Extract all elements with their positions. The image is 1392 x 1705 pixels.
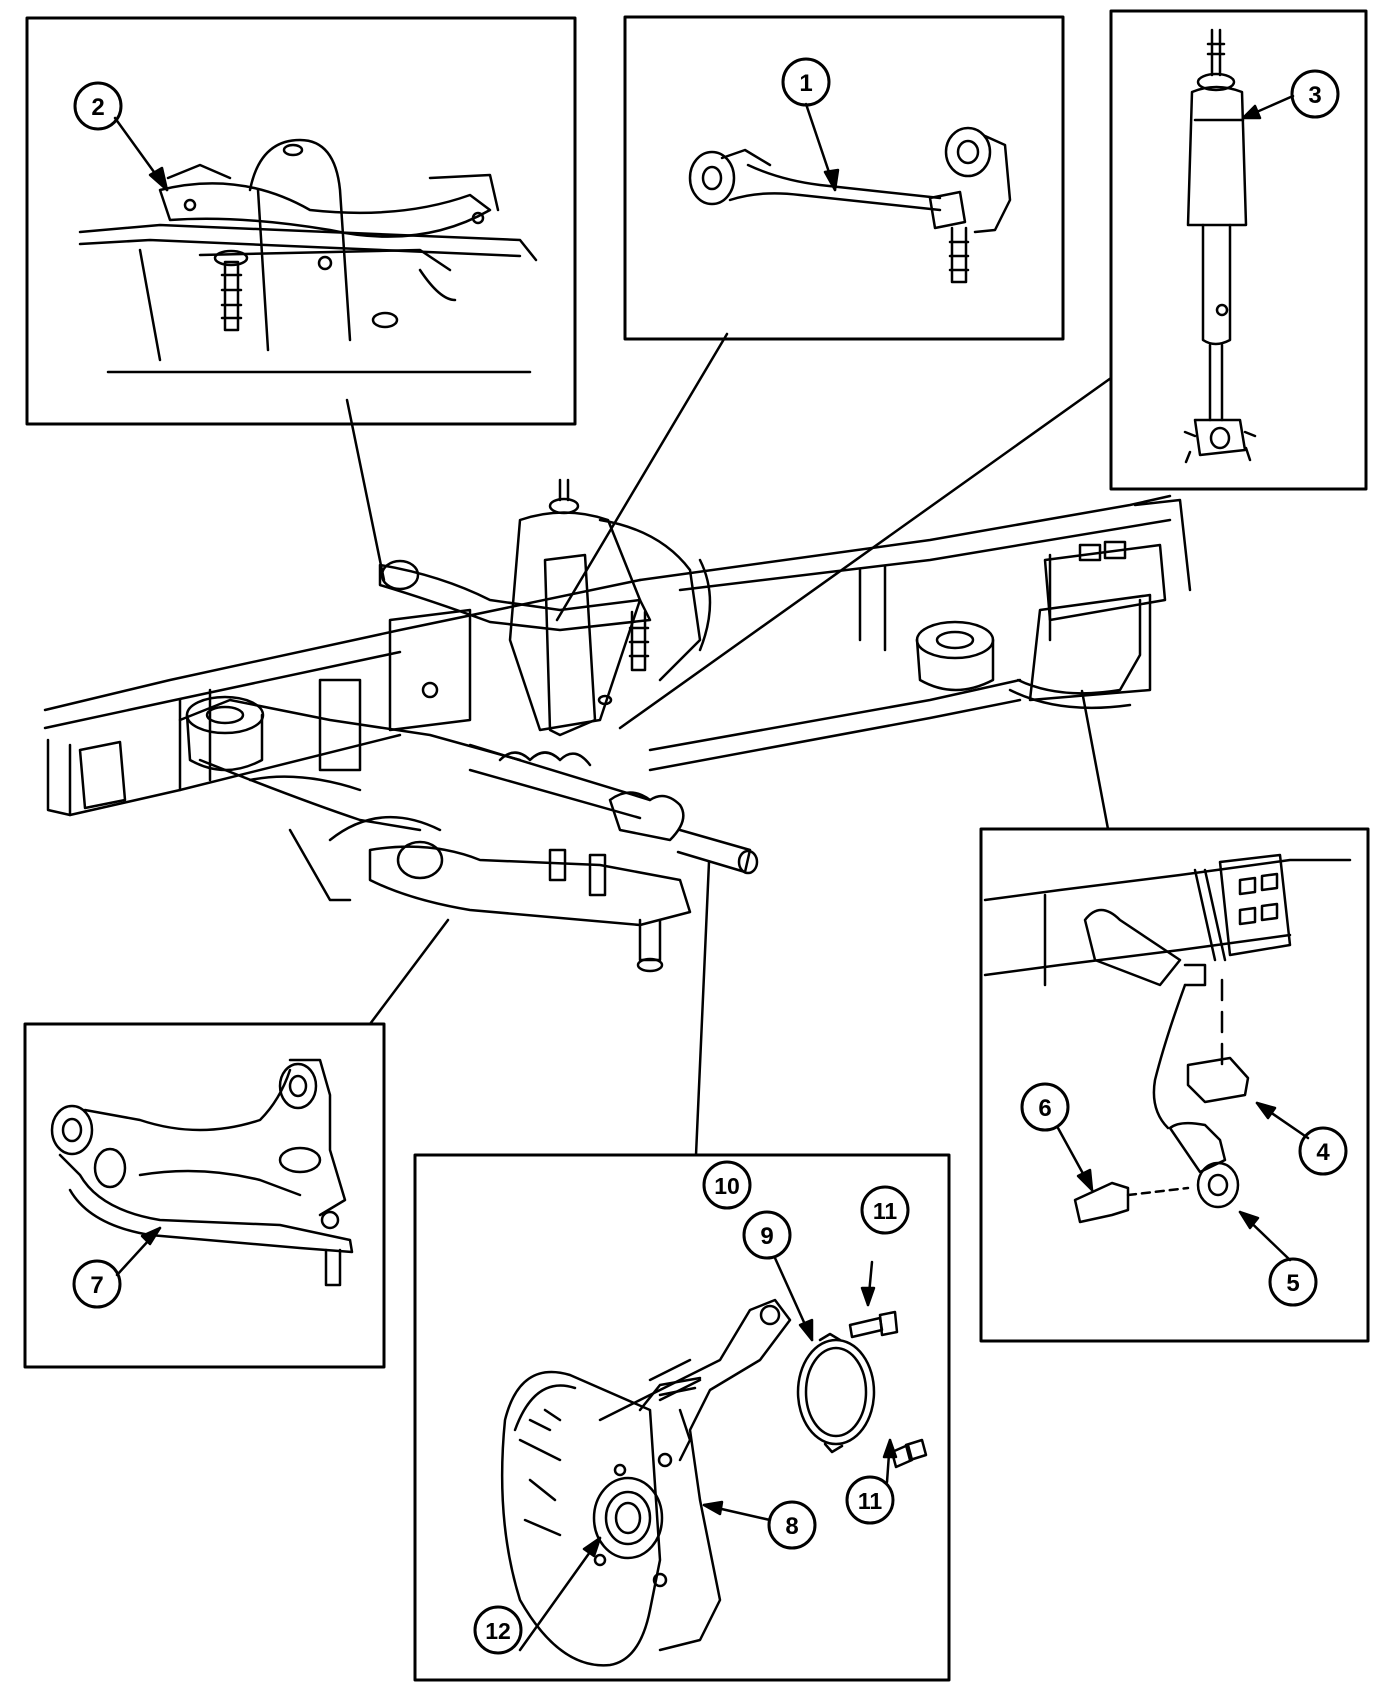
callout-label-4: 4 bbox=[1316, 1139, 1330, 1166]
callout-4: 4 bbox=[1298, 1126, 1348, 1176]
knuckle-illustration bbox=[500, 1298, 928, 1667]
callout-label-3: 3 bbox=[1308, 82, 1321, 109]
callout-arrows bbox=[113, 94, 1310, 1652]
callout-5: 5 bbox=[1268, 1257, 1318, 1307]
leader-lines bbox=[345, 332, 1113, 1157]
detail-box-upper-arm bbox=[623, 15, 1065, 341]
detail-box-upper-arm-mount bbox=[25, 16, 577, 426]
frame-and-suspension-illustration bbox=[43, 478, 1192, 973]
upper-arm-mount-illustration bbox=[78, 138, 538, 374]
callout-7: 7 bbox=[72, 1259, 122, 1309]
callout-label-5: 5 bbox=[1286, 1270, 1299, 1297]
callout-label-9: 9 bbox=[760, 1223, 773, 1250]
lower-control-arm-illustration bbox=[50, 1058, 354, 1287]
shock-absorber-illustration bbox=[1183, 28, 1257, 464]
callout-label-11-upper: 11 bbox=[873, 1198, 898, 1224]
callout-3: 3 bbox=[1290, 69, 1340, 119]
callout-label-11-lower: 11 bbox=[858, 1488, 883, 1514]
callout-label-12: 12 bbox=[485, 1618, 511, 1644]
callout-label-8: 8 bbox=[785, 1513, 798, 1540]
stabilizer-link-illustration bbox=[983, 853, 1352, 1224]
upper-control-arm-illustration bbox=[688, 126, 1012, 284]
detail-box-shock-absorber bbox=[1109, 9, 1368, 491]
callout-11-lower: 11 bbox=[845, 1475, 895, 1525]
callout-1: 1 bbox=[781, 57, 831, 107]
callout-10: 10 bbox=[702, 1160, 752, 1210]
detail-box-stabilizer-link bbox=[979, 827, 1370, 1343]
callout-label-7: 7 bbox=[90, 1272, 103, 1299]
detail-box-lower-arm bbox=[23, 1022, 386, 1369]
callout-12: 12 bbox=[473, 1605, 523, 1655]
detail-box-knuckle bbox=[413, 1153, 951, 1682]
callout-2: 2 bbox=[73, 81, 123, 131]
callout-label-1: 1 bbox=[799, 70, 812, 97]
callout-label-10: 10 bbox=[714, 1173, 740, 1199]
callout-label-2: 2 bbox=[91, 94, 104, 121]
callout-9: 9 bbox=[742, 1210, 792, 1260]
callout-8: 8 bbox=[767, 1500, 817, 1550]
callout-label-6: 6 bbox=[1038, 1095, 1051, 1122]
callout-11-upper: 11 bbox=[860, 1185, 910, 1235]
callout-6: 6 bbox=[1020, 1082, 1070, 1132]
